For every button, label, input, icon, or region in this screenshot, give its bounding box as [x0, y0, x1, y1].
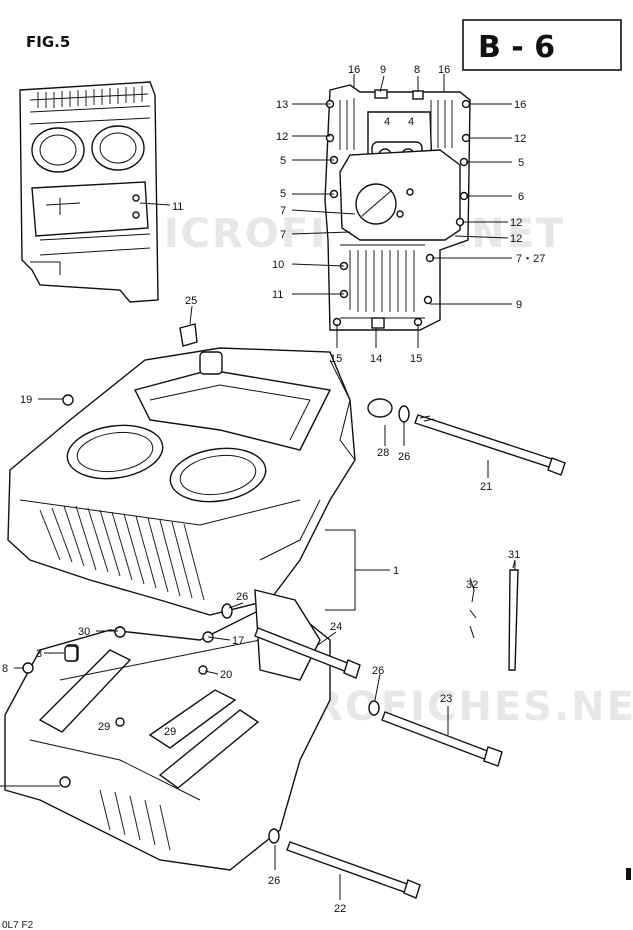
- bolt-22: [286, 841, 421, 899]
- callout-4a: 4: [384, 116, 390, 128]
- small-parts: [62, 323, 477, 844]
- callout-21: 21: [480, 481, 492, 493]
- margin-mark: [626, 868, 631, 880]
- callout-17: 17: [232, 635, 244, 647]
- callout-16c: 16: [514, 99, 526, 111]
- callout-15b: 15: [410, 353, 422, 365]
- lower-crankcase: [4, 589, 331, 871]
- inset-upper-crankcase: [19, 81, 171, 303]
- callout-12: 12: [276, 131, 288, 143]
- callout-23: 23: [440, 693, 452, 705]
- callout-8: 8: [414, 64, 420, 76]
- callout-29b: 29: [164, 726, 176, 738]
- callout-13: 13: [276, 99, 288, 111]
- callout-26c: 26: [372, 665, 384, 677]
- bolt-24: [254, 627, 361, 679]
- callout-26a: 26: [398, 451, 410, 463]
- callout-12c: 12: [510, 233, 522, 245]
- callout-31: 31: [508, 549, 520, 561]
- callout-10: 10: [272, 259, 284, 271]
- bracket-part-1: [325, 529, 390, 611]
- callout-3: 3: [36, 648, 42, 660]
- callout-15a: 15: [330, 353, 342, 365]
- oil-pan: [324, 84, 471, 331]
- leader-lines: [0, 74, 516, 900]
- callout-12b: 12: [510, 217, 522, 229]
- callout-7b: 7: [280, 229, 286, 241]
- callout-5b: 5: [280, 188, 286, 200]
- upper-crankcase: [7, 347, 356, 616]
- callout-9b: 9: [516, 299, 522, 311]
- callout-4b: 4: [408, 116, 414, 128]
- callout-7-27: 7・27: [516, 253, 545, 265]
- callout-26b: 26: [236, 591, 248, 603]
- callout-7a: 7: [280, 205, 286, 217]
- bolt-23: [381, 711, 503, 767]
- dipstick-31: [508, 559, 519, 671]
- callout-inset-11: 11: [172, 201, 183, 213]
- callout-14: 14: [370, 353, 382, 365]
- sheet-code: B - 6: [478, 30, 555, 65]
- callout-1: 1: [393, 565, 399, 577]
- callout-29a: 29: [98, 721, 110, 733]
- callout-16: 16: [348, 64, 360, 76]
- callout-5a: 5: [280, 155, 286, 167]
- callout-24: 24: [330, 621, 342, 633]
- callout-25: 25: [185, 295, 197, 307]
- callout-11: 11: [272, 289, 283, 301]
- callout-22: 22: [334, 903, 346, 915]
- callout-28: 28: [377, 447, 389, 459]
- callout-16b: 16: [438, 64, 450, 76]
- figure-label: FIG.5: [26, 33, 70, 51]
- callout-19: 19: [20, 394, 32, 406]
- callout-8b: 8: [2, 663, 8, 675]
- callout-20: 20: [220, 669, 232, 681]
- callout-6: 6: [518, 191, 524, 203]
- stud-bolt-21: [414, 414, 566, 476]
- callout-30: 30: [78, 626, 90, 638]
- callout-5c: 5: [518, 157, 524, 169]
- callout-labels: 11 16 9 8 16 13 12 5 5 7 7 10 11 4 4 16 …: [2, 64, 545, 915]
- callout-9: 9: [380, 64, 386, 76]
- callout-26d: 26: [268, 875, 280, 887]
- callout-32: 32: [466, 579, 478, 591]
- callout-12a: 12: [514, 133, 526, 145]
- sheet-code-box: [462, 19, 622, 71]
- footer-code: 0L7 F2: [2, 920, 34, 930]
